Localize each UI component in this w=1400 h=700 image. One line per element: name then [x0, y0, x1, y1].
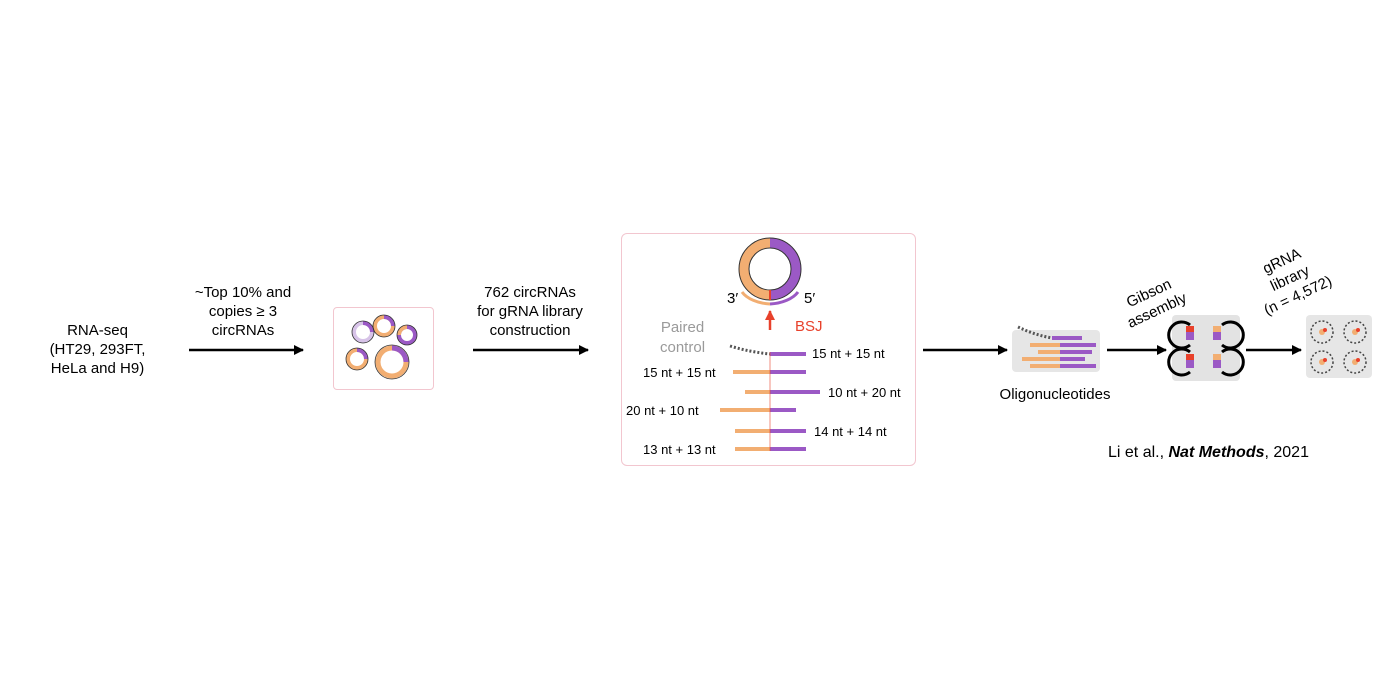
guide-label-2: 15 nt + 15 nt — [643, 365, 716, 380]
guide-bars — [720, 352, 820, 451]
guide-label-3: 10 nt + 20 nt — [828, 385, 901, 400]
circrna-box — [333, 307, 434, 390]
rnaseq-label: RNA-seq (HT29, 293FT, HeLa and H9) — [49, 322, 146, 377]
three-prime-label: 3′ — [727, 290, 739, 307]
paired-control-label: Paired control — [660, 319, 706, 356]
library-cells — [1310, 320, 1367, 374]
guide-label-5: 14 nt + 14 nt — [814, 424, 887, 439]
circrna-ring — [738, 237, 802, 306]
library-box — [1306, 315, 1372, 378]
oligonucleotides-label: Oligonucleotides — [999, 386, 1111, 403]
paired-control-hairpin — [729, 344, 771, 356]
guide-label-4: 20 nt + 10 nt — [626, 403, 699, 418]
five-prime-label: 5′ — [804, 290, 816, 307]
guide-label-1: 15 nt + 15 nt — [812, 346, 885, 361]
library-dots — [1319, 328, 1360, 365]
filter-label: ~Top 10% and copies ≥ 3 circRNAs — [194, 284, 292, 339]
oligo-icons — [1017, 325, 1096, 368]
circrna-icons — [345, 314, 418, 380]
citation-prefix: Li et al., — [1108, 444, 1169, 461]
guide-label-6: 13 nt + 13 nt — [643, 442, 716, 457]
plasmid-icons — [1167, 320, 1245, 377]
citation: Li et al., Nat Methods, 2021 — [1108, 443, 1309, 462]
gRNA-design-box — [621, 233, 916, 466]
plasmid-inserts — [1186, 326, 1221, 368]
selected-label: 762 circRNAs for gRNA library constructi… — [477, 284, 583, 339]
citation-journal: Nat Methods — [1168, 444, 1265, 461]
citation-suffix: , 2021 — [1264, 444, 1309, 461]
bsj-label: BSJ — [795, 318, 823, 335]
